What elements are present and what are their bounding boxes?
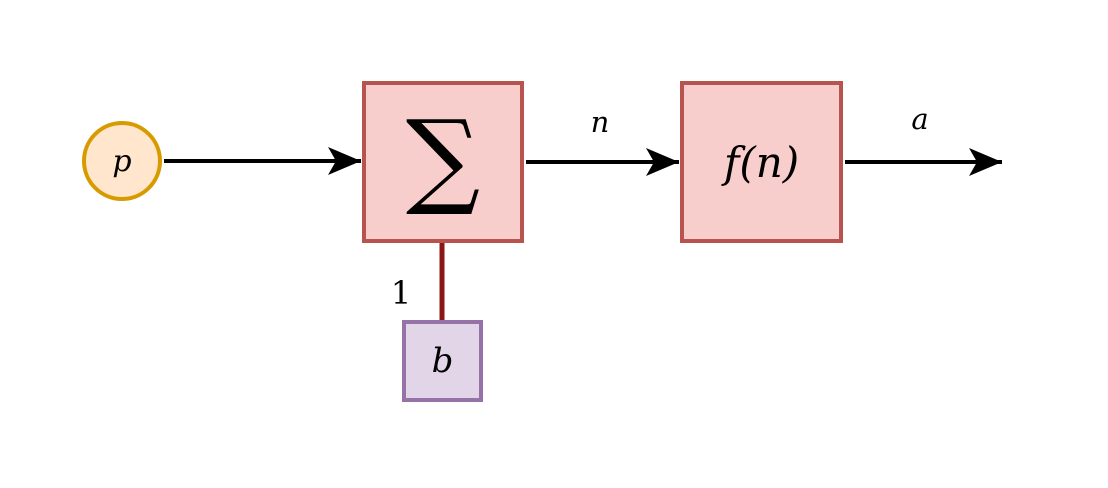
sum-node-label: ∑ — [405, 97, 481, 219]
input-node-p: p — [82, 121, 162, 201]
edge-label-bias-weight: 1 — [390, 274, 412, 312]
bias-node: b — [402, 320, 483, 402]
sum-node: ∑ — [362, 81, 524, 243]
transfer-function-label: f(n) — [723, 137, 800, 187]
edge-label-n: n — [590, 105, 610, 139]
bias-node-label: b — [431, 341, 454, 381]
edge-label-a: a — [911, 102, 929, 136]
input-node-label: p — [112, 143, 132, 179]
transfer-function-node: f(n) — [680, 81, 843, 243]
